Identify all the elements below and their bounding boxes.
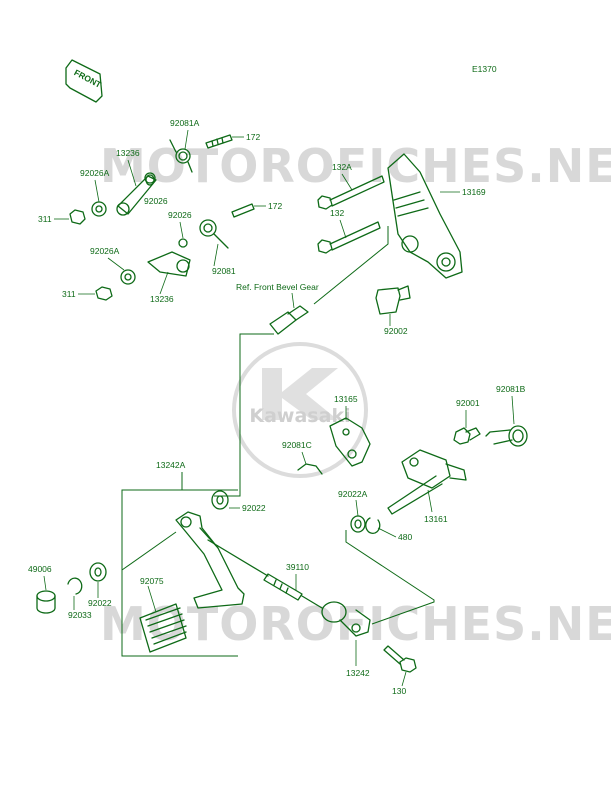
shift-pedal-lever — [175, 511, 245, 609]
pedal-rubber — [139, 603, 187, 653]
label-92033: 92033 — [68, 610, 92, 620]
shift-arm-13236-lower — [147, 251, 191, 277]
nut-311-upper — [69, 209, 86, 225]
label-92026-lower: 92026 — [168, 210, 192, 220]
circlip-92033 — [67, 577, 83, 595]
bracket-13169 — [387, 153, 463, 279]
washer-92026-lower — [178, 238, 188, 248]
shaft-front-bevel-gear — [269, 305, 309, 335]
logo-text: Kawasaki — [249, 405, 350, 427]
nut-311-lower — [95, 286, 113, 301]
label-92026A-upper: 92026A — [80, 168, 110, 178]
label-92075: 92075 — [140, 576, 164, 586]
label-92026-upper: 92026 — [144, 196, 168, 206]
label-92001: 92001 — [456, 398, 480, 408]
label-92026A-lower: 92026A — [90, 246, 120, 256]
label-311-lower: 311 — [62, 289, 76, 299]
tie-rod-39110 — [207, 539, 323, 609]
label-132: 132 — [330, 208, 344, 218]
diagram-code: E1370 — [472, 64, 497, 74]
label-13242A: 13242A — [156, 460, 186, 470]
label-132A: 132A — [332, 162, 352, 172]
plate-13165 — [329, 417, 371, 467]
label-92022A: 92022A — [338, 489, 368, 499]
pin-92001 — [453, 427, 481, 445]
cap-49006 — [36, 590, 56, 614]
front-label: FRONT — [72, 67, 103, 90]
washer-92026A-lower — [120, 269, 136, 285]
label-480: 480 — [398, 532, 412, 542]
label-13161: 13161 — [424, 514, 448, 524]
spring-92081B — [485, 425, 528, 447]
washer-92022-upper — [211, 490, 229, 510]
frame-13242A — [121, 472, 238, 657]
label-92022-lower: 92022 — [88, 598, 112, 608]
plug-92002 — [375, 285, 411, 315]
label-49006: 49006 — [28, 564, 52, 574]
washer-92022-lower — [89, 562, 107, 582]
label-13169: 13169 — [462, 187, 486, 197]
bolt-172-lower — [231, 203, 255, 218]
spring-92081C — [297, 463, 323, 475]
watermark-top: MOTOROFICHES.NET — [100, 139, 611, 193]
washer-92022A — [350, 515, 366, 533]
rod-end-13242 — [321, 601, 371, 637]
spring-92081 — [199, 219, 229, 249]
front-arrow-icon: FRONT — [65, 59, 104, 103]
circlip-480 — [365, 517, 381, 534]
shift-arm-13236-upper — [116, 172, 157, 216]
label-92002: 92002 — [384, 326, 408, 336]
label-92081: 92081 — [212, 266, 236, 276]
label-92022-upper: 92022 — [242, 503, 266, 513]
washer-92026A-upper — [91, 201, 107, 217]
shaft-13161 — [387, 449, 467, 515]
label-130: 130 — [392, 686, 406, 696]
label-13236-upper: 13236 — [116, 148, 140, 158]
label-172-upper: 172 — [246, 132, 260, 142]
label-92081C: 92081C — [282, 440, 312, 450]
label-13165: 13165 — [334, 394, 358, 404]
washer-92026-upper — [145, 174, 155, 186]
label-92081B: 92081B — [496, 384, 526, 394]
label-39110: 39110 — [286, 562, 309, 572]
bolt-132 — [317, 221, 381, 254]
bolt-172-upper — [205, 134, 233, 149]
kawasaki-logo-watermark: Kawasaki — [232, 342, 368, 478]
label-311-upper: 311 — [38, 214, 52, 224]
label-92081A: 92081A — [170, 118, 200, 128]
label-ref-front-bevel-gear: Ref. Front Bevel Gear — [236, 282, 319, 292]
label-172-lower: 172 — [268, 201, 282, 211]
spring-92081A — [169, 139, 193, 173]
label-13242: 13242 — [346, 668, 370, 678]
bolt-132A — [317, 175, 385, 210]
label-13236-lower: 13236 — [150, 294, 174, 304]
bolt-130 — [383, 645, 417, 673]
